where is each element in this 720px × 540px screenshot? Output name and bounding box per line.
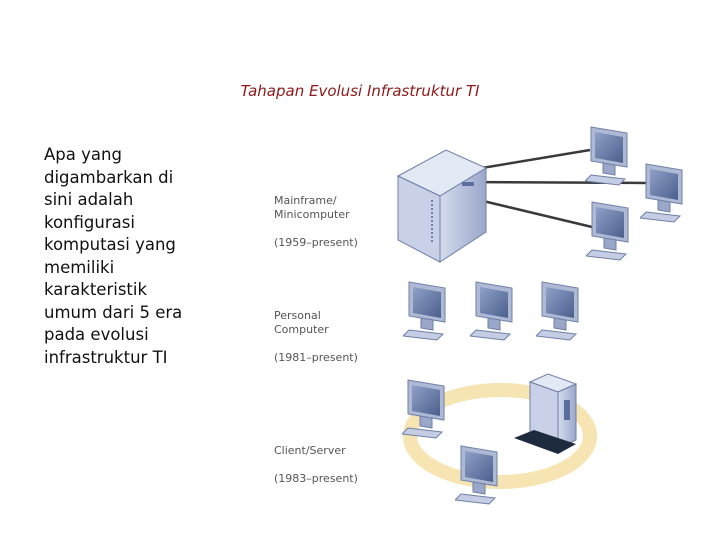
era-name: Mainframe/ Minicomputer bbox=[274, 194, 350, 221]
era-name: Personal Computer bbox=[274, 309, 329, 336]
pc-monitor-icon bbox=[536, 281, 579, 341]
network-ring bbox=[403, 383, 597, 489]
era-label-client-server: Client/Server (1983–present) bbox=[274, 430, 358, 486]
server-icon bbox=[514, 373, 578, 454]
era-name: Client/Server bbox=[274, 444, 346, 457]
client-monitor-icon bbox=[402, 379, 445, 439]
mainframe-icon bbox=[396, 149, 488, 263]
pc-monitor-icon bbox=[470, 281, 513, 341]
terminal-monitor-icon bbox=[640, 163, 683, 223]
era-period: (1983–present) bbox=[274, 472, 358, 485]
era-label-mainframe: Mainframe/ Minicomputer (1959–present) bbox=[274, 180, 358, 250]
era-period: (1981–present) bbox=[274, 351, 358, 364]
terminal-monitor-icon bbox=[585, 126, 628, 186]
slide-title: Tahapan Evolusi Infrastruktur TI bbox=[240, 82, 480, 100]
terminal-monitor-icon bbox=[586, 201, 629, 261]
era-label-pc: Personal Computer (1981–present) bbox=[274, 295, 358, 365]
client-monitor-icon bbox=[455, 445, 498, 505]
pc-monitor-icon bbox=[403, 281, 446, 341]
slide-body-text: Apa yang digambarkan di sini adalah konf… bbox=[44, 145, 183, 367]
era-period: (1959–present) bbox=[274, 236, 358, 249]
